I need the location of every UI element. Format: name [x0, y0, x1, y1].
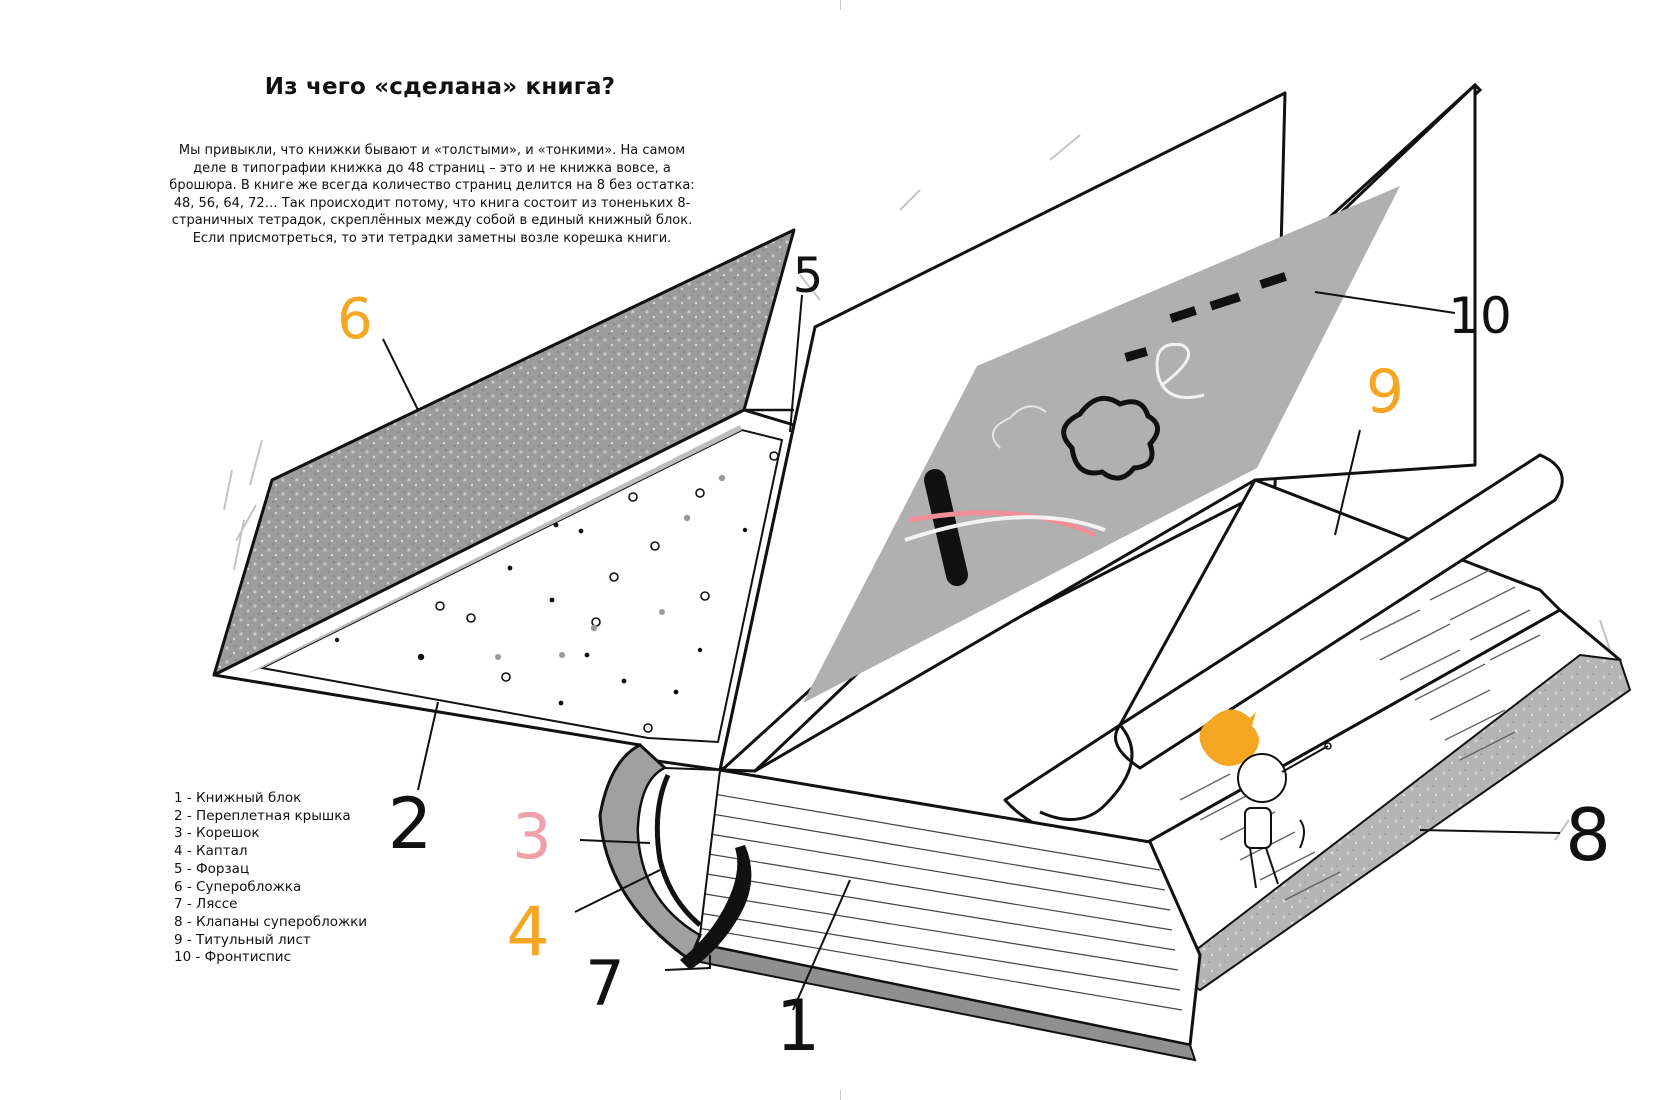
legend-item: 7 - Ляссе — [174, 896, 238, 913]
callout-number-4: 4 — [506, 893, 549, 972]
callout-number-3: 3 — [512, 800, 551, 873]
page-title: Из чего «сделана» книга? — [264, 74, 616, 100]
legend-item: 5 - Форзац — [174, 860, 250, 877]
pinocchio-figure — [1199, 709, 1332, 889]
bookmark-ribbon — [680, 845, 752, 970]
crop-mark — [840, 1090, 841, 1100]
parts-legend: 1 - Книжный блок 2 - Переплетная крышка … — [174, 790, 367, 967]
legend-item: 4 - Каптал — [174, 843, 248, 860]
legend-item: 3 - Корешок — [174, 825, 260, 842]
callout-number-8: 8 — [1565, 793, 1611, 877]
callout-number-1: 1 — [776, 985, 821, 1067]
crop-mark — [840, 0, 841, 10]
callout-number-6: 6 — [337, 287, 373, 352]
book-block — [678, 569, 1632, 1062]
legend-item: 10 - Фронтиспис — [174, 949, 291, 966]
legend-item: 1 - Книжный блок — [174, 790, 302, 806]
callout-number-7: 7 — [585, 947, 624, 1020]
page-edge-lines — [679, 789, 1183, 1011]
frontispiece-artwork — [904, 272, 1287, 586]
legend-item: 8 - Клапаны суперобложки — [174, 913, 368, 930]
legend-item: 2 - Переплетная крышка — [174, 807, 351, 824]
callout-number-9: 9 — [1366, 357, 1404, 427]
callout-number-5: 5 — [793, 248, 824, 304]
legend-item: 6 - Суперобложка — [174, 878, 302, 895]
intro-paragraph: Мы привыкли, что книжки бывают и «толсты… — [169, 143, 695, 246]
callout-number-2: 2 — [388, 783, 433, 865]
callout-leader-lines — [382, 291, 1561, 1011]
frontispiece-page — [718, 82, 1483, 773]
endpaper-dots — [435, 451, 779, 733]
callout-numbers: 6 2 5 10 9 8 3 4 7 1 — [337, 248, 1611, 1067]
callout-number-10: 10 — [1448, 287, 1512, 345]
legend-item: 9 - Титульный лист — [174, 931, 311, 948]
